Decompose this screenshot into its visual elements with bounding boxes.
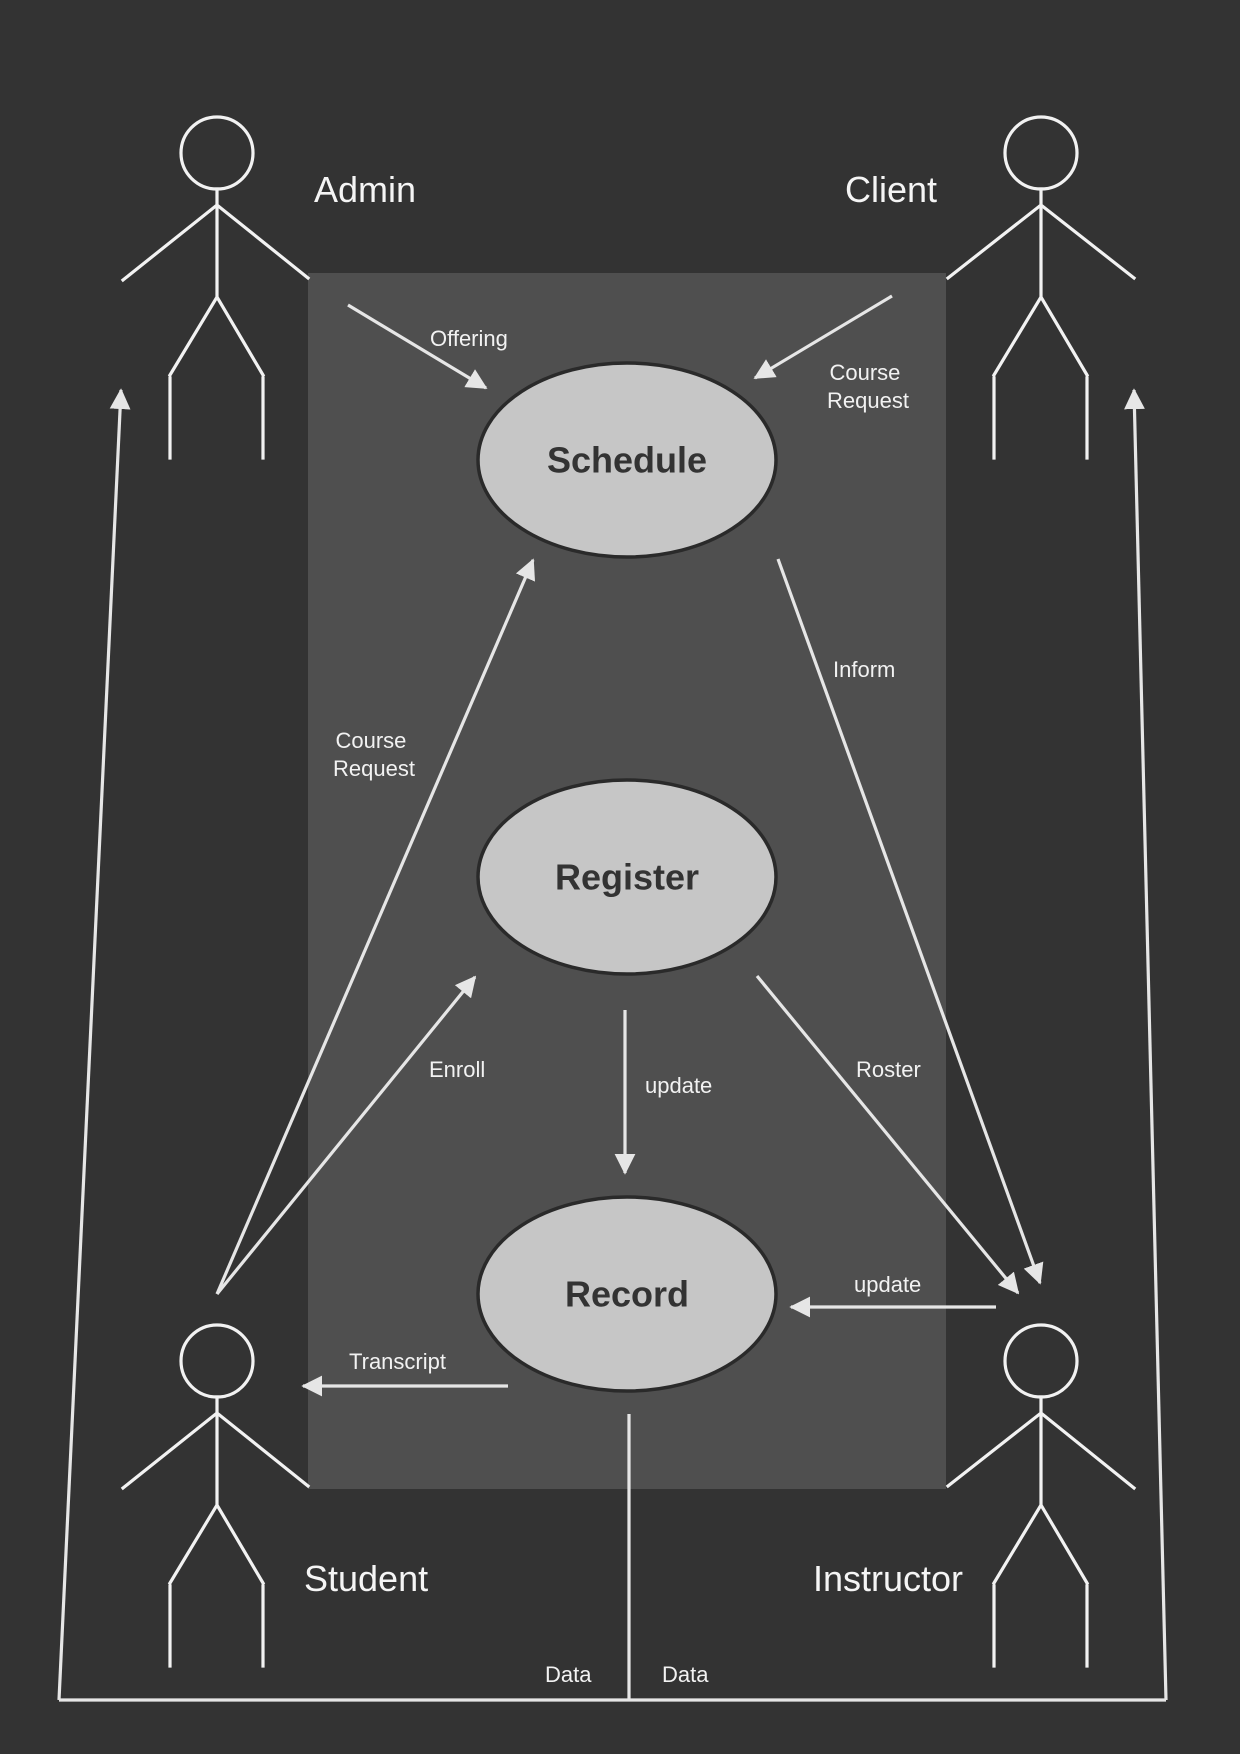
client-course-request-label: Course Request (827, 360, 909, 413)
client-body (945, 187, 1137, 460)
student-actor: Student (120, 1323, 428, 1668)
roster-label: Roster (856, 1057, 921, 1082)
admin-body (120, 187, 311, 460)
admin-head (179, 115, 255, 191)
student-course-request-arrow (215, 558, 536, 1295)
record-label: Record (565, 1274, 689, 1315)
register-label: Register (555, 857, 699, 898)
client-label: Client (845, 169, 937, 210)
data-to-admin-arrow (57, 388, 131, 1701)
offering-arrow (347, 303, 488, 390)
record-ellipse (476, 1195, 778, 1393)
update-instructor-record-label: update (854, 1272, 921, 1297)
inform-arrow (776, 558, 1044, 1285)
student-label: Student (304, 1558, 428, 1599)
admin-actor: Admin (120, 115, 416, 460)
inform-label: Inform (833, 657, 895, 682)
instructor-actor: Instructor (813, 1323, 1137, 1668)
student-course-request-label-line-1: Course (335, 728, 406, 753)
client-head (1003, 115, 1079, 191)
client-course-request-label-line-1: Course (829, 360, 900, 385)
instructor-head (1003, 1323, 1079, 1399)
enroll-label: Enroll (429, 1057, 485, 1082)
register-ellipse (476, 778, 778, 976)
record-use-case: Record (476, 1195, 778, 1393)
student-head (179, 1323, 255, 1399)
update-register-record-label: update (645, 1073, 712, 1098)
data-instructor-label: Data (662, 1662, 709, 1687)
instructor-label: Instructor (813, 1558, 963, 1599)
schedule-ellipse (476, 361, 778, 559)
student-course-request-label-line-2: Request (333, 756, 415, 781)
enroll-arrow (215, 975, 477, 1296)
offering-label: Offering (430, 326, 508, 351)
transcript-label: Transcript (349, 1349, 446, 1374)
client-course-request-label-line-2: Request (827, 388, 909, 413)
student-course-request-label: Course Request (333, 728, 415, 781)
data-admin-label: Data (545, 1662, 592, 1687)
roster-arrow (755, 974, 1020, 1295)
data-to-instructor-arrow (1124, 388, 1168, 1701)
schedule-use-case: Schedule (476, 361, 778, 559)
student-body (120, 1395, 311, 1668)
client-course-request-arrow (753, 294, 893, 380)
instructor-body (945, 1395, 1137, 1668)
client-actor: Client (845, 115, 1137, 460)
register-use-case: Register (476, 778, 778, 976)
schedule-label: Schedule (547, 440, 707, 481)
admin-label: Admin (314, 169, 416, 210)
